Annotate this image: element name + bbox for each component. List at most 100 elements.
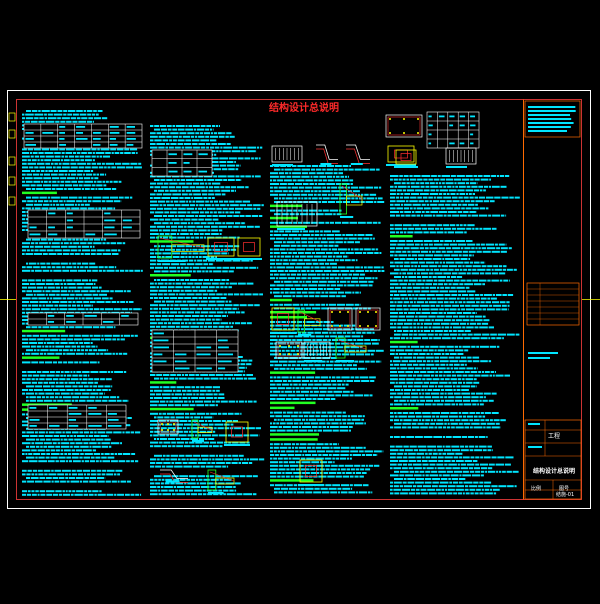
text-stroke [169,401,173,403]
text-stroke [48,473,56,475]
text-stroke [208,420,212,422]
text-stroke [166,179,173,181]
text-stroke [335,412,342,414]
text-stroke [399,283,407,285]
text-stroke [411,215,415,217]
text-stroke [340,450,349,452]
text-stroke [470,426,473,428]
text-stroke [52,177,59,179]
text-stroke [403,330,409,332]
text-stroke [430,346,438,348]
text-stroke [42,207,49,209]
text-stroke [192,322,195,324]
text-stroke [457,276,462,278]
text-stroke [270,321,275,323]
text-stroke [63,349,69,351]
text-stroke [212,215,217,217]
text-stroke [194,233,199,235]
text-stroke [356,350,359,352]
text-stroke [28,163,37,165]
text-stroke [150,204,159,206]
text-stroke [72,121,77,123]
text-stroke [153,434,159,436]
text-stroke [56,371,60,373]
text-stroke [489,326,494,328]
text-stroke [433,283,438,285]
text-stroke [466,316,469,318]
text-stroke [22,389,28,391]
text-stroke [28,279,35,281]
text-stroke [284,484,286,486]
text-stroke [134,270,140,272]
text-stroke [211,233,219,235]
text-stroke [484,393,491,395]
text-stroke [57,308,59,310]
text-stroke [420,400,425,402]
text-stroke [466,367,473,369]
text-stroke [443,334,449,336]
text-stroke [184,297,191,299]
text-stroke [462,326,465,328]
text-stroke [31,249,34,251]
text-stroke [26,446,29,448]
text-stroke [329,443,332,445]
text-stroke [203,297,207,299]
text-stroke [321,274,325,276]
text-stroke [80,266,84,268]
text-stroke [471,346,475,348]
text-stroke [59,308,67,310]
text-stroke [356,284,360,286]
text-stroke [167,413,174,415]
text-stroke [131,453,135,455]
text-stroke [273,266,275,268]
text-stroke [213,175,217,177]
text-stroke [449,301,454,303]
text-stroke [322,412,327,414]
text-stroke [374,450,382,452]
text-stroke [429,265,437,267]
text-stroke [113,431,121,433]
text-stroke [390,280,398,282]
text-stroke [261,204,263,206]
text-stroke [418,265,420,267]
text-stroke [348,194,354,196]
text-stroke [61,156,64,158]
text-stroke [292,295,295,297]
text-stroke [322,169,326,171]
text-stroke [84,342,90,344]
text-stroke [355,376,359,378]
text-stroke [67,338,73,340]
text-stroke [192,143,198,145]
text-stroke [281,419,285,421]
text-stroke [39,301,48,303]
text-stroke [225,427,230,429]
text-stroke [289,234,298,236]
text-stroke [323,430,332,432]
text-stroke [224,378,227,380]
text-stroke [126,431,130,433]
text-stroke [201,286,208,288]
text-stroke [468,215,471,217]
text-stroke [450,224,456,226]
text-stroke [367,252,373,254]
text-stroke [183,136,190,138]
text-stroke [22,229,25,231]
text-stroke [168,286,175,288]
text-stroke [193,455,200,457]
text-stroke [65,382,68,384]
text-stroke [79,378,82,380]
text-stroke [356,332,361,334]
text-stroke [160,286,167,288]
text-stroke [162,263,170,265]
text-stroke [184,143,191,145]
text-stroke [327,165,334,167]
text-stroke [291,274,296,276]
text-stroke [51,290,60,292]
text-stroke [348,176,349,178]
text-stroke [219,150,221,152]
text-stroke [481,375,488,377]
text-stroke [94,382,98,384]
text-stroke [408,367,414,369]
text-stroke [206,319,211,321]
text-stroke [301,241,307,243]
